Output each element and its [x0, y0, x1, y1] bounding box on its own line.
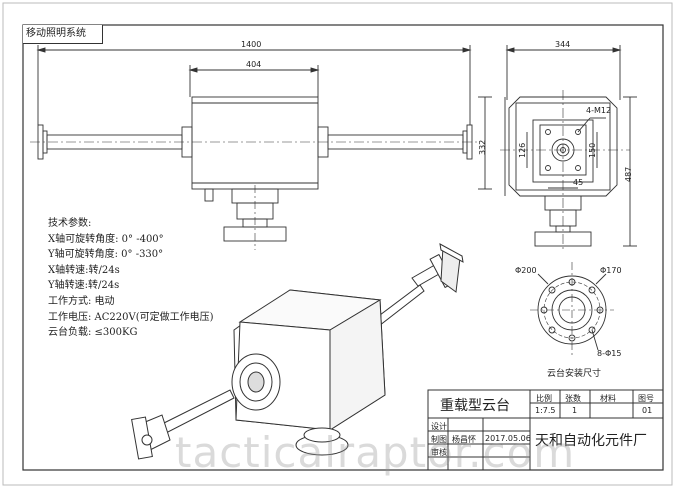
tb-drawing-no-value: 01: [642, 406, 653, 415]
tb-col-ratio: 比例: [536, 394, 552, 403]
side-view: [500, 45, 637, 250]
spec-line: 云台负载: ≤300KG: [48, 327, 138, 339]
spec-line: 工作方式: 电动: [48, 295, 115, 307]
dim-side-height: 487: [624, 166, 633, 182]
dim-side-width: 344: [555, 40, 571, 49]
tb-drafter: 杨昌怀: [452, 435, 476, 444]
spec-line: Y轴转速:转/24s: [48, 280, 120, 292]
tb-ratio-value: 1:7.5: [535, 406, 556, 415]
spec-line: X轴可旋转角度: 0° -400°: [48, 233, 164, 245]
dim-overall-width: 1400: [241, 40, 262, 49]
tech-specs: 技术参数: X轴可旋转角度: 0° -400° Y轴可旋转角度: 0° -330…: [48, 216, 214, 341]
dim-dia-200: Φ200: [515, 266, 537, 275]
dim-holes: 8-Φ15: [597, 349, 622, 358]
mount-view: [530, 262, 614, 356]
tb-row-design: 设计: [431, 422, 447, 431]
title-block: [427, 389, 664, 471]
spec-line: Y轴可旋转角度: 0° -330°: [48, 249, 164, 261]
drawing-title-tag: 移动照明系统: [23, 25, 103, 44]
tb-col-material: 材料: [600, 394, 616, 403]
spec-line: 工作电压: AC220V(可定做工作电压): [48, 311, 214, 323]
tb-sheets-value: 1: [572, 406, 578, 415]
drawing-frame: [22, 24, 664, 471]
spec-line: X轴转速:转/24s: [48, 264, 120, 276]
dim-inner-45: 45: [573, 178, 584, 187]
specs-heading: 技术参数:: [48, 218, 92, 229]
tb-col-sheets: 张数: [565, 394, 581, 403]
dim-inner-150: 150: [588, 142, 597, 158]
tb-row-review: 审核: [431, 448, 447, 457]
tb-date: 2017.05.06: [485, 434, 531, 443]
dim-inner-126: 126: [518, 142, 527, 158]
dim-bolt-spec: 4-M12: [586, 106, 612, 115]
isometric-view: [131, 243, 464, 460]
front-view: [30, 45, 492, 250]
company-name: 天和自动化元件厂: [535, 433, 647, 449]
dim-front-height: 332: [478, 139, 487, 155]
mount-caption: 云台安装尺寸: [547, 369, 602, 379]
tb-col-drawing-no: 图号: [638, 394, 654, 403]
product-name: 重载型云台: [440, 398, 510, 414]
tb-row-draw: 制图: [431, 435, 447, 444]
dim-dia-170: Φ170: [600, 266, 622, 275]
dim-body-width: 404: [246, 60, 262, 69]
